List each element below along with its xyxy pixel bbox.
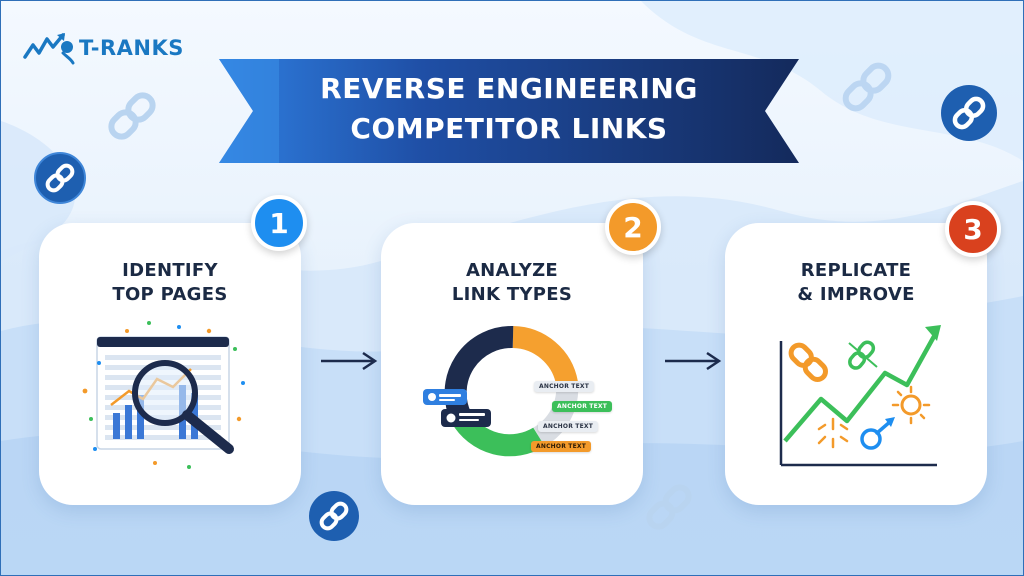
title-line-1: REVERSE ENGINEERING xyxy=(320,72,698,105)
chain-link-icon xyxy=(34,152,86,204)
page-title: REVERSE ENGINEERING COMPETITOR LINKS xyxy=(291,69,727,149)
step-title-line-2: TOP PAGES xyxy=(112,284,228,305)
chain-link-icon xyxy=(646,484,692,530)
step-card-replicate: REPLICATE & IMPROVE xyxy=(725,223,987,505)
arrow-right-icon xyxy=(665,351,722,371)
title-banner: REVERSE ENGINEERING COMPETITOR LINKS xyxy=(219,59,799,163)
magnifier-icon xyxy=(82,321,245,469)
step-title-line-2: LINK TYPES xyxy=(451,284,573,305)
chain-link-icon xyxy=(941,85,997,141)
chain-link-icon xyxy=(309,491,359,541)
title-line-2: COMPETITOR LINKS xyxy=(350,112,668,145)
growth-chart-icon xyxy=(779,325,941,467)
arrow-right-icon xyxy=(321,351,378,371)
step-title: ANALYZE LINK TYPES xyxy=(381,259,643,307)
step-title-line-1: IDENTIFY xyxy=(122,260,218,281)
step-card-analyze: ANALYZE LINK TYPES xyxy=(381,223,643,505)
step-title-line-2: & IMPROVE xyxy=(797,284,915,305)
anchor-text-tag: ANCHOR TEXT xyxy=(531,441,592,452)
step-title: IDENTIFY TOP PAGES xyxy=(39,259,301,307)
chain-link-icon xyxy=(108,92,156,140)
chain-link-icon xyxy=(842,62,892,112)
step-title-line-1: REPLICATE xyxy=(800,260,912,281)
step-number-badge: 1 xyxy=(251,195,307,251)
step-title-line-1: ANALYZE xyxy=(465,260,559,281)
banner-ribbon xyxy=(219,59,799,163)
step-title: REPLICATE & IMPROVE xyxy=(725,259,987,307)
anchor-text-tag: ANCHOR TEXT xyxy=(538,421,599,432)
step-card-identify: IDENTIFY TOP PAGES xyxy=(39,223,301,505)
anchor-text-tag: ANCHOR TEXT xyxy=(552,401,613,412)
logo-icon xyxy=(23,33,75,65)
brand-name: T-RANKS xyxy=(79,36,184,60)
step-number-badge: 3 xyxy=(945,201,1001,257)
donut-chart-icon xyxy=(423,326,579,457)
brand-logo[interactable]: T-RANKS xyxy=(23,31,184,65)
step-number-badge: 2 xyxy=(605,199,661,255)
anchor-text-tag: ANCHOR TEXT xyxy=(534,381,595,392)
